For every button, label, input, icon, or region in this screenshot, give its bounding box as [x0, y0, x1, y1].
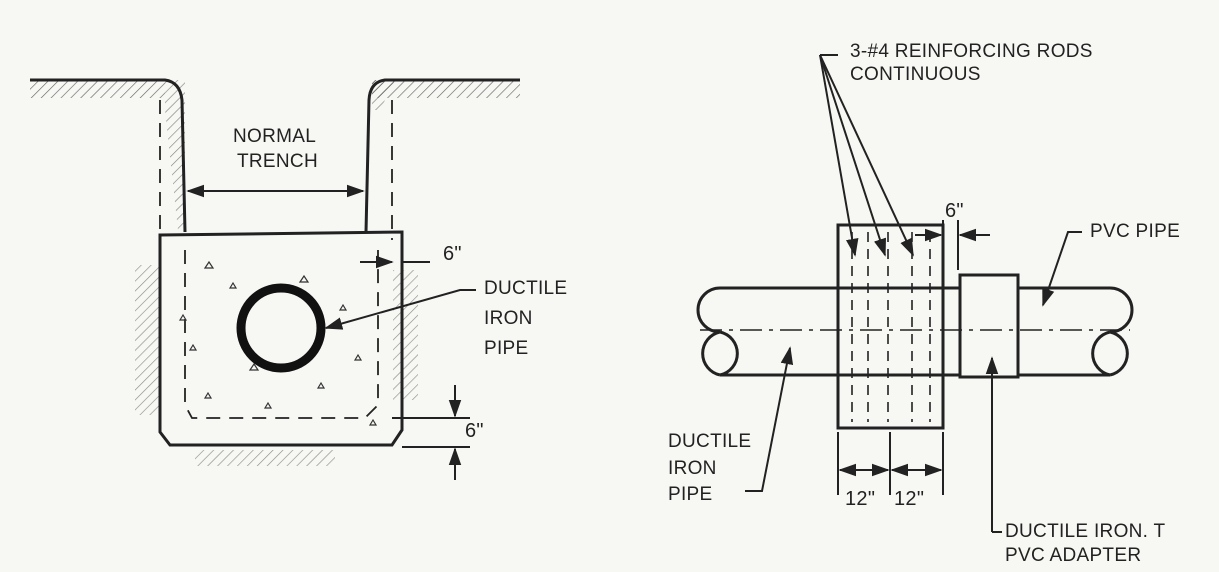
ground-hatch-right-wall: [372, 80, 395, 110]
adapter-label-line2: PVC ADAPTER: [1005, 545, 1142, 566]
right-pipe-label-3: PIPE: [668, 484, 713, 505]
ground-hatch-left: [30, 80, 165, 98]
rods-label-line1: 3-#4 REINFORCING RODS: [850, 41, 1093, 62]
right-pipe-label-1: DUCTILE: [668, 431, 752, 452]
side-hatch-right: [393, 270, 418, 400]
rod-leaders: [819, 54, 914, 257]
concrete-collar: [836, 223, 945, 430]
trench-wall-left: [30, 78, 187, 233]
bottom-dim-label: 6": [465, 420, 484, 442]
pvc-pipe-body: [1018, 286, 1110, 377]
adapter-label-line1: DUCTILE IRON. T: [1005, 521, 1166, 542]
ductile-leader: [745, 346, 794, 492]
trench-label-line2: TRENCH: [237, 151, 318, 172]
trench-label-line1: NORMAL: [233, 126, 317, 147]
bottom-dims: [837, 432, 944, 495]
side-hatch-left: [135, 265, 160, 415]
rods-label-line2: CONTINUOUS: [850, 64, 981, 85]
concrete-encasement: [158, 230, 404, 447]
aggregate-marks: [178, 260, 378, 426]
ductile-pipe-break: [696, 286, 739, 377]
dim-left-12: 12": [845, 488, 876, 510]
dashed-outline: [159, 100, 393, 419]
left-pipe-label-1: DUCTILE: [484, 278, 568, 299]
top-dim: [915, 220, 990, 270]
left-pipe-label-3: PIPE: [484, 338, 529, 359]
trench-wall-right: [364, 78, 520, 233]
side-dim-label: 6": [443, 243, 462, 265]
top-dim-label: 6": [945, 200, 964, 222]
collar-rod-lines: [851, 232, 931, 422]
trench-section: [30, 78, 520, 480]
dim-right-12: 12": [894, 488, 925, 510]
ground-hatch-right: [372, 80, 520, 98]
pipe-elevation: [696, 54, 1134, 533]
pvc-pipe-label: PVC PIPE: [1090, 221, 1181, 242]
left-pipe-label-2: IRON: [484, 308, 533, 329]
ground-hatch-left-wall: [165, 80, 185, 230]
ductile-pipe-section: [236, 283, 326, 373]
bottom-hatch: [195, 450, 335, 466]
adapter-body: [958, 273, 1020, 379]
pipe-leader: [324, 289, 476, 330]
ductile-pipe-body: [720, 286, 960, 377]
right-pipe-label-2: IRON: [668, 458, 717, 479]
pvc-pipe-break: [1091, 286, 1134, 377]
pvc-leader: [1042, 231, 1082, 307]
